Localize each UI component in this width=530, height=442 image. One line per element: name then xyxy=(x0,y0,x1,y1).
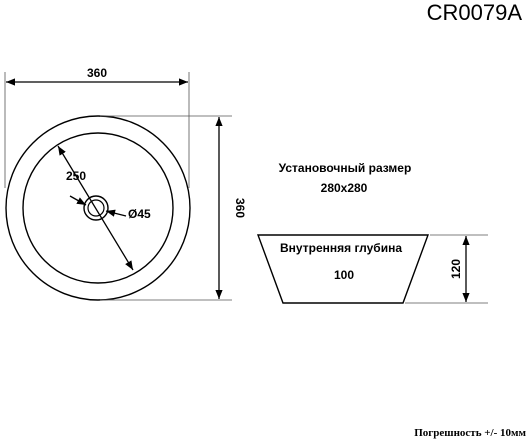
depth-title: Внутренняя глубина xyxy=(280,241,402,255)
side-height-label: 120 xyxy=(449,259,463,279)
install-size-block: Установочный размер 280x280 xyxy=(279,161,412,195)
install-size-value: 280x280 xyxy=(321,181,368,195)
height-label: 360 xyxy=(233,198,247,218)
width-label: 360 xyxy=(87,66,107,80)
inner-diameter-label: 250 xyxy=(66,169,86,183)
install-size-title: Установочный размер xyxy=(279,161,412,175)
basin-inner-bowl xyxy=(22,132,174,284)
basin-outer-rim xyxy=(5,115,191,301)
depth-value: 100 xyxy=(334,268,354,282)
model-code: CR0079A xyxy=(427,0,523,25)
drain-leader-left xyxy=(69,195,87,206)
side-view: 120 Внутренняя глубина 100 xyxy=(256,234,488,304)
basin-side-profile xyxy=(256,234,430,304)
drain-label: Ø45 xyxy=(128,207,151,221)
drain-leader-right xyxy=(105,209,127,217)
tolerance-note: Погрешность +/- 10мм xyxy=(414,427,526,439)
top-view: 360 250 Ø45 360 xyxy=(4,66,247,301)
inner-diameter-dimension-line xyxy=(57,145,134,271)
